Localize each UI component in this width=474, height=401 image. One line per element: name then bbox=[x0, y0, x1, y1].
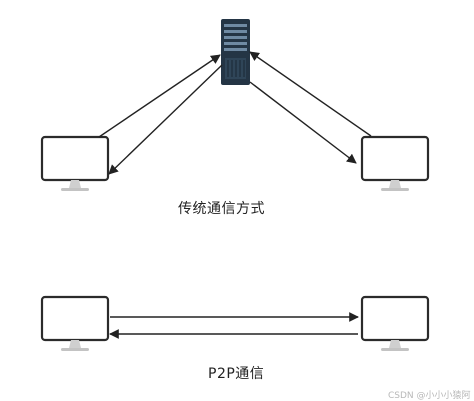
p2p-communication-caption: P2P通信 bbox=[208, 366, 265, 382]
p2p-client-right-monitor-icon bbox=[360, 295, 430, 353]
server-icon bbox=[221, 19, 250, 85]
traditional-communication-caption: 传统通信方式 bbox=[178, 201, 265, 217]
traditional-client-left-monitor-icon bbox=[40, 135, 110, 193]
p2p-arrows bbox=[109, 312, 359, 339]
watermark: CSDN @小小小猿阿 bbox=[388, 391, 471, 401]
server-to-right-client-arrow bbox=[249, 81, 357, 164]
right-client-to-server-arrow bbox=[249, 51, 372, 137]
server-to-left-client-arrow bbox=[108, 64, 223, 175]
left-client-to-server-arrow bbox=[98, 54, 221, 138]
p2p-client-left-monitor-icon bbox=[40, 295, 110, 353]
traditional-arrows bbox=[98, 51, 372, 175]
traditional-client-right-monitor-icon bbox=[360, 135, 430, 193]
